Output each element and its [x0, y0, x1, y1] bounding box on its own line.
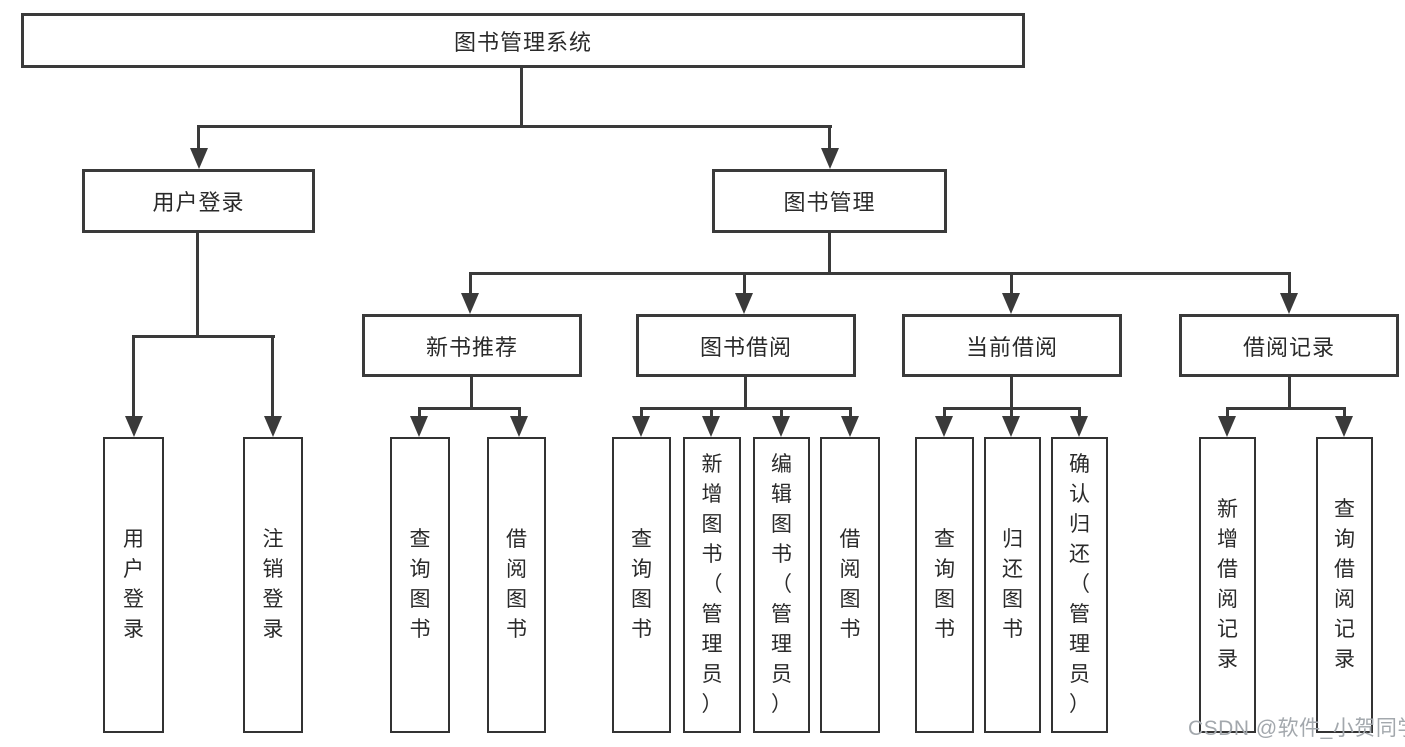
leaf-borrow-books-recommend: 借阅图书 — [487, 437, 546, 733]
connector — [1226, 407, 1229, 416]
connector — [1010, 407, 1013, 416]
connector — [1226, 407, 1346, 410]
leaf-label: 归还图书 — [1002, 528, 1023, 641]
connector — [710, 407, 713, 416]
leaf-user-login: 用户登录 — [103, 437, 164, 733]
connector — [1010, 272, 1013, 293]
arrow-down-icon — [264, 416, 282, 437]
connector — [197, 125, 200, 148]
connector — [470, 377, 473, 407]
leaf-query-books-current: 查询图书 — [915, 437, 974, 733]
arrow-down-icon — [841, 416, 859, 437]
connector — [828, 233, 831, 272]
node-label: 新书推荐 — [425, 334, 518, 360]
leaf-return-books: 归还图书 — [984, 437, 1041, 733]
connector — [271, 335, 274, 416]
arrow-down-icon — [510, 416, 528, 437]
leaf-label: 借阅图书 — [839, 528, 861, 641]
leaf-label: 查询图书 — [409, 528, 431, 641]
node-label: 图书借阅 — [699, 334, 792, 360]
connector — [132, 335, 135, 416]
connector — [418, 407, 421, 416]
node-user-login: 用户登录 — [82, 169, 315, 233]
watermark: CSDN @软件_小贺同学 — [1188, 717, 1405, 740]
arrow-down-icon — [821, 148, 839, 169]
connector — [198, 125, 832, 128]
connector — [780, 407, 783, 416]
node-root: 图书管理系统 — [21, 13, 1025, 68]
arrow-down-icon — [1280, 293, 1298, 314]
leaf-query-books-borrow: 查询图书 — [612, 437, 671, 733]
node-borrow-records: 借阅记录 — [1179, 314, 1399, 377]
connector — [744, 377, 747, 407]
node-book-borrow: 图书借阅 — [636, 314, 856, 377]
node-label: 当前借阅 — [965, 334, 1058, 360]
connector — [518, 407, 521, 416]
leaf-label: 查询图书 — [631, 528, 652, 641]
node-book-management: 图书管理 — [712, 169, 947, 233]
leaf-edit-books-admin: 编辑图书（管理员） — [753, 437, 810, 733]
node-new-book-recommend: 新书推荐 — [362, 314, 582, 377]
connector — [1343, 407, 1346, 416]
leaf-query-borrow-record: 查询借阅记录 — [1316, 437, 1373, 733]
arrow-down-icon — [1002, 416, 1020, 437]
leaf-add-borrow-record: 新增借阅记录 — [1199, 437, 1256, 733]
arrow-down-icon — [125, 416, 143, 437]
leaf-label: 编辑图书（管理员） — [771, 453, 792, 716]
connector — [469, 272, 472, 293]
leaf-label: 用户登录 — [123, 528, 144, 641]
node-label: 图书管理系统 — [453, 29, 592, 55]
arrow-down-icon — [1002, 293, 1020, 314]
connector — [418, 407, 521, 410]
arrow-down-icon — [1335, 416, 1353, 437]
node-label: 借阅记录 — [1242, 334, 1335, 360]
leaf-label: 借阅图书 — [506, 528, 527, 641]
connector — [849, 407, 852, 416]
leaf-label: 注销登录 — [262, 528, 284, 641]
arrow-down-icon — [190, 148, 208, 169]
connector — [1288, 272, 1291, 293]
leaf-borrow-books: 借阅图书 — [820, 437, 880, 733]
connector — [828, 125, 831, 148]
arrow-down-icon — [772, 416, 790, 437]
node-label: 图书管理 — [783, 190, 876, 215]
arrow-down-icon — [410, 416, 428, 437]
connector — [943, 407, 946, 416]
connector — [133, 335, 275, 338]
connector — [1078, 407, 1081, 416]
leaf-query-books-recommend: 查询图书 — [390, 437, 450, 733]
leaf-label: 确认归还（管理员） — [1069, 453, 1090, 716]
arrow-down-icon — [1070, 416, 1088, 437]
node-label: 用户登录 — [152, 190, 245, 215]
connector — [640, 407, 643, 416]
leaf-confirm-return-admin: 确认归还（管理员） — [1051, 437, 1108, 733]
node-current-borrow: 当前借阅 — [902, 314, 1122, 377]
leaf-label: 查询借阅记录 — [1334, 498, 1355, 671]
arrow-down-icon — [935, 416, 953, 437]
leaf-add-books-admin: 新增图书（管理员） — [683, 437, 741, 733]
arrow-down-icon — [461, 293, 479, 314]
leaf-label: 查询图书 — [934, 528, 955, 641]
leaf-logout: 注销登录 — [243, 437, 303, 733]
leaf-label: 新增图书（管理员） — [701, 453, 723, 716]
connector — [1010, 377, 1013, 407]
connector — [520, 68, 523, 125]
arrow-down-icon — [702, 416, 720, 437]
connector — [743, 272, 746, 293]
arrow-down-icon — [632, 416, 650, 437]
leaf-label: 新增借阅记录 — [1217, 498, 1238, 671]
arrow-down-icon — [735, 293, 753, 314]
connector — [1288, 377, 1291, 407]
connector — [469, 272, 1291, 275]
connector — [196, 233, 199, 335]
arrow-down-icon — [1218, 416, 1236, 437]
connector — [640, 407, 852, 410]
